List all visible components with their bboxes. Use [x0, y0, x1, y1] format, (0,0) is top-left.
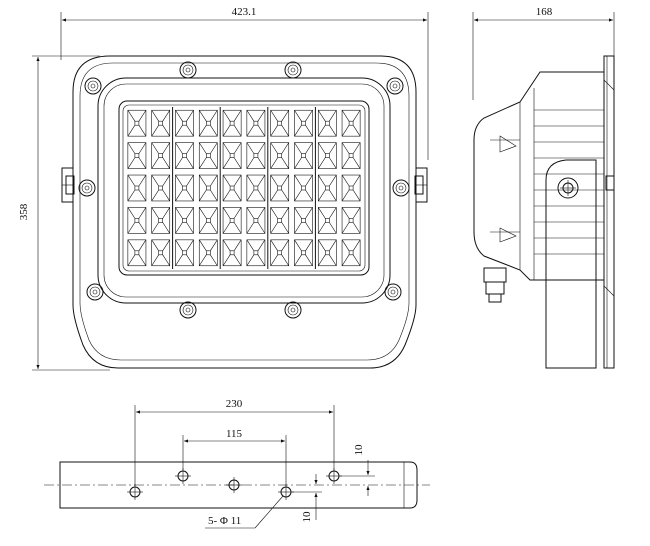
cable-gland [483, 267, 507, 303]
led-cell [151, 109, 171, 137]
hole [326, 468, 342, 484]
led-cell [198, 109, 218, 137]
screw-boss [78, 179, 96, 197]
led-cell [341, 142, 361, 169]
led-cell [127, 174, 147, 202]
led-cell [294, 239, 313, 267]
led-cell [270, 174, 290, 202]
led-cell [270, 207, 290, 234]
led-cell [222, 109, 242, 137]
led-cell [127, 142, 147, 169]
screw-boss [179, 301, 197, 319]
front-height-label: 358 [18, 203, 30, 220]
led-cell [317, 174, 337, 202]
led-cell [198, 174, 218, 202]
led-cell [317, 142, 337, 169]
bracket-view: 230 115 10 10 5- Φ 11 [44, 398, 430, 529]
offset-bottom-label: 10 [301, 511, 313, 523]
housing-outline [72, 55, 417, 369]
side-heatsink-body [473, 71, 605, 281]
led-cell [127, 109, 147, 137]
front-width-dimension: 423.1 [60, 6, 429, 160]
screw-boss [384, 283, 402, 301]
bracket-115-dimension: 115 [182, 428, 287, 486]
front-width-label: 423.1 [232, 6, 257, 18]
led-cell [222, 239, 242, 267]
led-cell [198, 239, 218, 267]
hole [127, 484, 143, 500]
led-cell [127, 207, 147, 234]
side-view: 168 [472, 6, 615, 369]
screw-boss [284, 61, 302, 79]
screw-boss [179, 61, 197, 79]
screw-boss [284, 301, 302, 319]
led-cell [246, 207, 266, 234]
hole [175, 468, 191, 484]
led-cell [341, 239, 361, 267]
front-view: 423.1 358 [18, 6, 429, 371]
led-cell [127, 239, 147, 267]
led-cell [222, 174, 242, 202]
screw-boss [392, 179, 410, 197]
side-heatsink-fins [490, 88, 604, 280]
led-cell [294, 142, 313, 169]
side-depth-dimension: 168 [472, 6, 615, 100]
led-cell [341, 109, 361, 137]
side-front-plate [603, 55, 615, 369]
led-cell [246, 174, 266, 202]
led-cell [175, 207, 194, 234]
led-cell [175, 109, 194, 137]
led-cell [246, 142, 266, 169]
led-cell [246, 239, 266, 267]
offset-top-label: 10 [353, 444, 365, 456]
led-cell [317, 239, 337, 267]
front-height-dimension: 358 [18, 55, 110, 371]
led-cell [270, 109, 290, 137]
led-cell [151, 207, 171, 234]
screw-boss [86, 283, 104, 301]
hole [226, 477, 242, 493]
bracket-230-label: 230 [226, 398, 243, 410]
led-cell [151, 174, 171, 202]
led-grid [127, 107, 361, 269]
led-cell [317, 207, 337, 234]
hole-callout-label: 5- Φ 11 [208, 515, 241, 527]
led-cell [270, 239, 290, 267]
bracket-115-label: 115 [226, 428, 243, 440]
screw-boss [84, 77, 102, 95]
lens-panel [118, 100, 370, 276]
led-cell [270, 142, 290, 169]
side-depth-label: 168 [536, 6, 553, 18]
led-cell [294, 207, 313, 234]
offset-top-dimension: 10 [340, 444, 375, 496]
led-cell [246, 109, 266, 137]
frame-outline [97, 77, 391, 304]
right-pivot-bolt [414, 167, 428, 203]
hole [278, 484, 294, 500]
led-cell [198, 142, 218, 169]
led-cell [294, 109, 313, 137]
led-cell [341, 174, 361, 202]
led-cell [317, 109, 337, 137]
led-cell [198, 207, 218, 234]
led-cell [222, 207, 242, 234]
led-cell [294, 174, 313, 202]
led-cell [341, 207, 361, 234]
led-cell [175, 239, 194, 267]
led-cell [175, 142, 194, 169]
led-cell [151, 239, 171, 267]
hole-callout: 5- Φ 11 [205, 495, 284, 529]
mounting-bosses [78, 61, 410, 319]
side-bracket [545, 159, 597, 369]
led-cell [151, 142, 171, 169]
bracket-outline [59, 461, 418, 509]
led-cell [222, 142, 242, 169]
left-pivot-bolt [61, 167, 75, 203]
bracket-230-dimension: 230 [134, 398, 335, 486]
offset-bottom-dimension: 10 [292, 474, 322, 523]
screw-boss [386, 77, 404, 95]
mounting-holes [127, 468, 342, 500]
led-cell [175, 174, 194, 202]
